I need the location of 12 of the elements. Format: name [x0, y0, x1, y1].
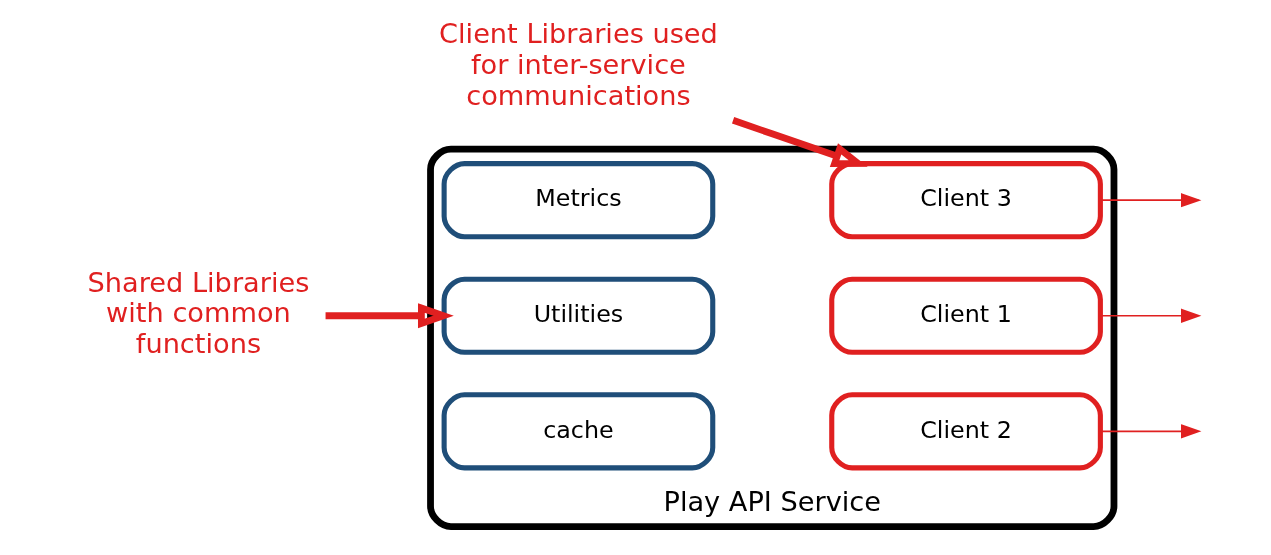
- arrow: [731, 117, 868, 167]
- node-box: Utilities: [441, 276, 715, 355]
- node-box: Client 1: [828, 276, 1103, 355]
- arrow: [1099, 424, 1201, 439]
- node-text: Client Libraries used for inter-service communications: [438, 18, 718, 111]
- arrow: [1099, 193, 1201, 208]
- node-text: Shared Libraries with common functions: [87, 266, 309, 359]
- node-box: Metrics: [441, 161, 715, 240]
- arrow: [1099, 308, 1201, 323]
- node-box: cache: [441, 392, 715, 471]
- node-box: Client 3: [828, 161, 1103, 240]
- node-box: Client 2: [828, 392, 1103, 471]
